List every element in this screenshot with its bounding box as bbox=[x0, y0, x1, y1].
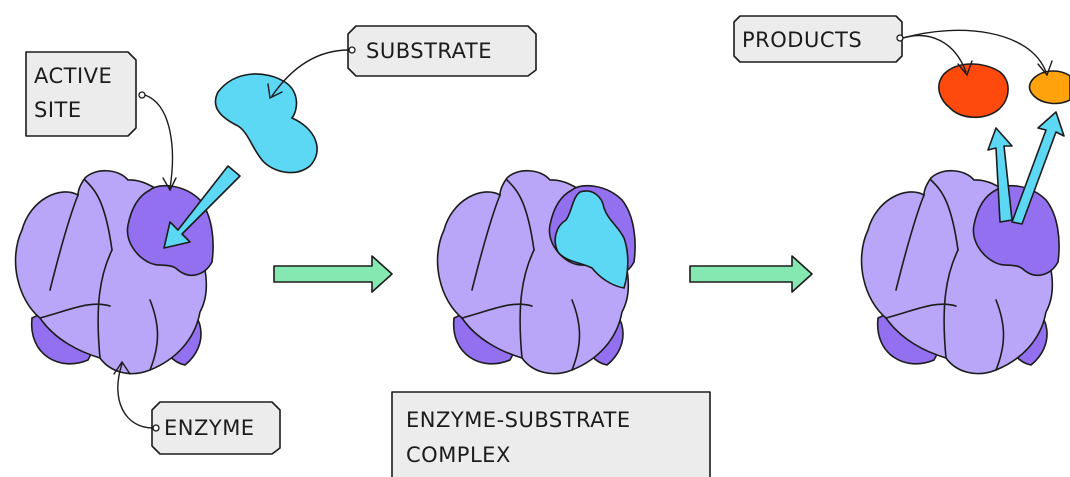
approach-arrow bbox=[163, 165, 241, 249]
enzyme-label: ENZYME bbox=[113, 360, 281, 455]
release-arrow-right bbox=[1011, 111, 1065, 225]
complex-label-line-1: ENZYME-SUBSTRATE bbox=[406, 408, 631, 432]
product-orange bbox=[1028, 70, 1070, 105]
active-site-3 bbox=[972, 184, 1060, 277]
substrate-1 bbox=[214, 73, 318, 174]
products-label: PRODUCTS bbox=[733, 15, 1053, 77]
active-site-label-line-1: ACTIVE bbox=[34, 64, 112, 88]
products-label-text: PRODUCTS bbox=[742, 28, 862, 52]
enzyme-2 bbox=[436, 169, 636, 375]
complex-label: ENZYME-SUBSTRATE COMPLEX bbox=[391, 391, 711, 477]
process-arrow-1 bbox=[273, 255, 393, 293]
substrate-label-text: SUBSTRATE bbox=[366, 39, 492, 63]
enzyme-3 bbox=[860, 169, 1060, 375]
active-site-label-line-2: SITE bbox=[34, 98, 82, 122]
substrate-label: SUBSTRATE bbox=[267, 25, 537, 100]
enzyme-1 bbox=[14, 169, 214, 375]
active-site-label: ACTIVE SITE bbox=[25, 51, 177, 192]
complex-label-line-2: COMPLEX bbox=[406, 443, 511, 467]
bound-substrate bbox=[554, 190, 629, 289]
process-arrow-2 bbox=[689, 255, 813, 293]
release-arrow-left bbox=[987, 127, 1013, 223]
enzyme-label-text: ENZYME bbox=[164, 416, 255, 440]
product-red bbox=[938, 63, 1009, 119]
